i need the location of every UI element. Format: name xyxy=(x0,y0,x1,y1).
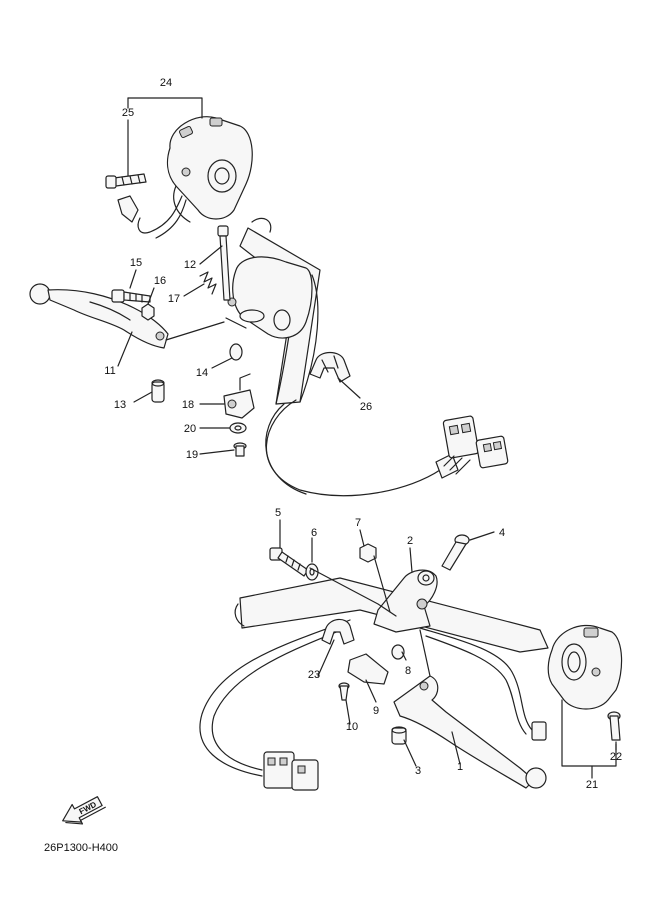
throttle-cable xyxy=(199,619,351,777)
callout-6: 6 xyxy=(311,527,317,539)
wire-connector-upper xyxy=(442,415,509,475)
right-handlebar-switch xyxy=(547,624,623,710)
ground-terminal xyxy=(117,195,139,223)
callout-14: 14 xyxy=(196,367,208,379)
callout-7: 7 xyxy=(355,517,361,529)
callout-17: 17 xyxy=(168,293,180,305)
bolt-4 xyxy=(441,534,470,571)
lever-holder-2 xyxy=(373,569,438,633)
brake-lever-1 xyxy=(393,675,547,789)
left-handlebar-assembly xyxy=(29,116,509,497)
callout-8: 8 xyxy=(405,665,411,677)
washer-6 xyxy=(305,563,319,581)
right-handlebar-assembly xyxy=(199,534,623,791)
callout-20: 20 xyxy=(184,423,196,435)
callout-23: 23 xyxy=(308,669,320,681)
callout-10: 10 xyxy=(346,721,358,733)
wire-connector-lower xyxy=(263,751,319,791)
callout-labels: 24 25 12 15 16 17 11 14 13 18 20 19 26 5… xyxy=(104,77,622,791)
callout-11: 11 xyxy=(104,365,115,377)
collar-3 xyxy=(391,726,407,745)
callout-9: 9 xyxy=(373,705,379,717)
collar-13 xyxy=(151,379,165,403)
bolt-12 xyxy=(217,225,231,301)
callout-5: 5 xyxy=(275,507,281,519)
spring-17 xyxy=(199,271,217,295)
main-cable xyxy=(265,399,441,497)
callout-12: 12 xyxy=(184,259,196,271)
callout-15: 15 xyxy=(130,257,142,269)
callout-16: 16 xyxy=(154,275,166,287)
callout-4: 4 xyxy=(499,527,505,539)
switch-wire-upper xyxy=(137,195,183,234)
leader-lines xyxy=(117,97,617,779)
callout-26: 26 xyxy=(360,401,372,413)
cable-clamp-23 xyxy=(321,618,355,645)
screw-22 xyxy=(607,711,621,741)
collar-14 xyxy=(229,343,243,361)
collar-8 xyxy=(391,644,405,660)
callout-1: 1 xyxy=(457,761,463,773)
wire-connector-small xyxy=(531,721,547,741)
callout-3: 3 xyxy=(415,765,421,777)
lever-holder xyxy=(227,256,313,339)
clutch-lever-11 xyxy=(29,283,169,349)
diagram-code: 26P1300-H400 xyxy=(44,842,118,854)
screw-10 xyxy=(338,682,350,701)
callout-13: 13 xyxy=(114,399,126,411)
cable-clamp-26 xyxy=(309,351,351,383)
nut-7 xyxy=(359,543,377,563)
clutch-switch-18 xyxy=(223,373,255,419)
screw-19 xyxy=(233,442,247,457)
callout-18: 18 xyxy=(182,399,194,411)
callout-2: 2 xyxy=(407,535,413,547)
bolt-15 xyxy=(111,289,151,303)
washer-20 xyxy=(229,422,247,434)
callout-19: 19 xyxy=(186,449,198,461)
callout-21: 21 xyxy=(586,779,598,791)
nut-16 xyxy=(141,303,155,321)
bolt-5 xyxy=(269,547,309,577)
brake-switch-9 xyxy=(347,653,389,685)
callout-25: 25 xyxy=(122,107,134,119)
fwd-arrow-icon: FWD xyxy=(62,796,106,825)
screw-25 xyxy=(105,173,147,189)
left-handlebar-switch xyxy=(166,116,253,223)
callout-22: 22 xyxy=(610,751,622,763)
callout-24: 24 xyxy=(160,77,172,89)
